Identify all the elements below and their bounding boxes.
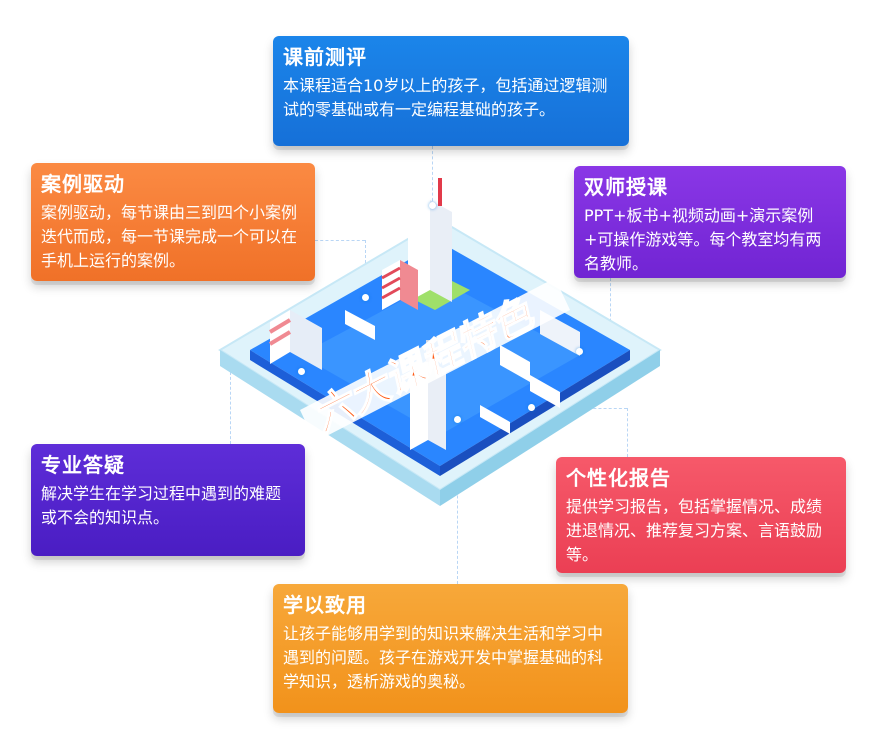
connector-report-v (627, 408, 628, 457)
node-dot (362, 294, 369, 301)
connector-dual-v (610, 278, 611, 352)
block-5 (480, 405, 510, 434)
card-title: 个性化报告 (566, 466, 671, 490)
card-body: 提供学习报告，包括掌握情况、成绩进退情况、推荐复习方案、言语鼓励等。 (566, 497, 823, 564)
node-dot (429, 202, 436, 209)
connector-apply (457, 420, 458, 584)
platform-outer-edge-right (440, 350, 660, 506)
card-learn-to-apply: 学以致用 让孩子能够用学到的知识来解决生活和学习中遇到的问题。孩子在游戏开发中掌… (273, 584, 628, 713)
card-title: 专业答疑 (41, 453, 125, 477)
card-dual-teacher: 双师授课 PPT+板书+视频动画+演示案例+可操作游戏等。每个教室均有两名教师。 (574, 166, 846, 278)
card-body: PPT+板书+视频动画+演示案例+可操作游戏等。每个教室均有两名教师。 (584, 206, 822, 273)
block-2 (540, 310, 580, 356)
block-1 (345, 310, 375, 340)
card-title: 课前测评 (283, 45, 367, 69)
card-body: 本课程适合10岁以上的孩子，包括通过逻辑测试的零基础或有一定编程基础的孩子。 (283, 76, 608, 119)
card-personal-report: 个性化报告 提供学习报告，包括掌握情况、成绩进退情况、推荐复习方案、言语鼓励等。 (556, 457, 846, 573)
city-platform-illustration: 六大课程特色 (218, 178, 662, 506)
card-professional-qa: 专业答疑 解决学生在学习过程中遇到的难题或不会的知识点。 (31, 444, 305, 556)
node-dot (454, 416, 461, 423)
card-case-driven: 案例驱动 案例驱动，每节课由三到四个小案例迭代而成，每一节课完成一个可以在手机上… (31, 163, 315, 281)
node-dot (298, 368, 305, 375)
card-title: 双师授课 (584, 175, 668, 199)
node-dot (576, 348, 583, 355)
platform-inner-edge-right (440, 350, 630, 476)
block-4 (530, 375, 560, 408)
connector-qa-v (230, 372, 231, 444)
card-body: 案例驱动，每节课由三到四个小案例迭代而成，每一节课完成一个可以在手机上运行的案例… (41, 203, 298, 270)
building-red (381, 260, 418, 310)
banner (300, 278, 570, 442)
card-title: 案例驱动 (41, 172, 125, 196)
building-left (268, 310, 322, 370)
card-body: 让孩子能够用学到的知识来解决生活和学习中遇到的问题。孩子在游戏开发中掌握基础的科… (283, 624, 604, 691)
card-pre-assessment: 课前测评 本课程适合10岁以上的孩子，包括通过逻辑测试的零基础或有一定编程基础的… (273, 36, 629, 146)
connector-case (315, 240, 365, 241)
connector-top (432, 146, 433, 206)
card-body: 解决学生在学习过程中遇到的难题或不会的知识点。 (41, 484, 282, 527)
block-3 (500, 345, 530, 382)
card-title: 学以致用 (283, 593, 367, 617)
node-dot (528, 404, 535, 411)
